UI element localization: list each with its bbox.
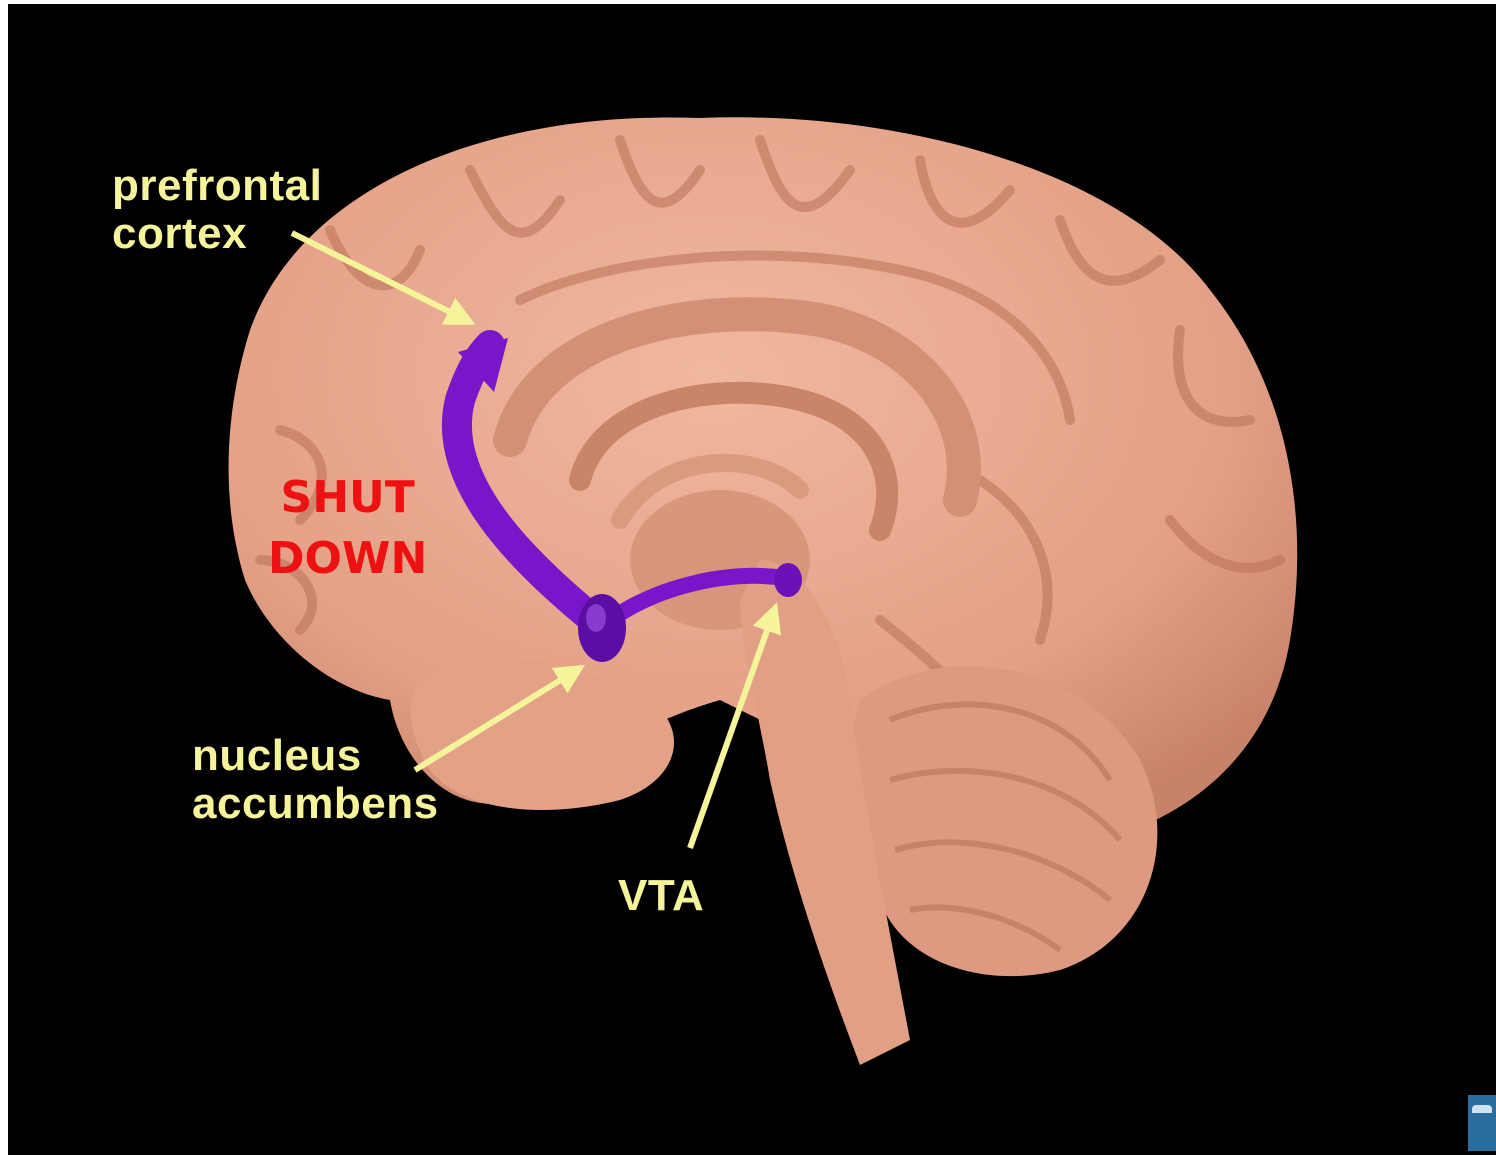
vta-label: VTA	[618, 872, 704, 920]
nucleus-accumbens-label: nucleus accumbens	[192, 732, 439, 829]
logo-mark	[1472, 1105, 1492, 1113]
publisher-logo-icon	[1468, 1095, 1496, 1151]
nucleus-accumbens-line-2: accumbens	[192, 780, 439, 828]
prefrontal-cortex-label: prefrontal cortex	[112, 162, 322, 259]
prefrontal-cortex-line-1: prefrontal	[112, 162, 322, 210]
shut-down-label: SHUT DOWN	[268, 468, 427, 589]
prefrontal-cortex-line-2: cortex	[112, 210, 322, 258]
nucleus-accumbens-line-1: nucleus	[192, 732, 439, 780]
shut-down-line-2: DOWN	[268, 529, 427, 590]
vta-node	[774, 563, 802, 597]
shut-down-line-1: SHUT	[268, 468, 427, 529]
